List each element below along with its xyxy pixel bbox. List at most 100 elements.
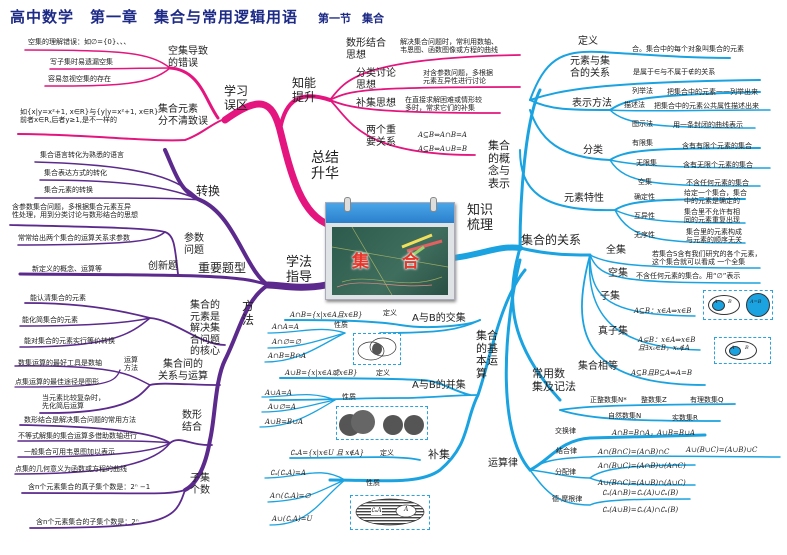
subset-count-item: 含n个元素集合的真子集个数是：2ⁿ −1 xyxy=(28,483,151,491)
idea-label: 两个重 要关系 xyxy=(366,125,396,148)
representation-desc: 把集合中的元素公共属性描述出来 xyxy=(654,102,759,110)
page-subtitle: 第一节 集合 xyxy=(318,12,384,25)
core-item: 能对集合的元素实行等价转换 xyxy=(24,337,115,345)
venn-union-icon xyxy=(339,410,424,436)
venn-equal-circle xyxy=(746,293,770,317)
center-word-1: 集 xyxy=(352,252,369,272)
conversion-item: 集合表达方式的转化 xyxy=(44,169,107,177)
class-label: 空集 xyxy=(638,178,652,186)
type-item: 常常给出两个集合的运算关系求参数 xyxy=(18,234,130,242)
type-item: 新定义的概念、运算等 xyxy=(32,265,102,273)
operations-label: 集合 的基 本运 算 xyxy=(476,329,498,380)
complement-prop: ∁ᵤ(∁ᵤA)=A xyxy=(270,469,306,477)
graph-item: 点集的几何意义为函数或方程的曲线 xyxy=(15,465,127,473)
conversion-item: 集合语言转化为熟悉的语言 xyxy=(40,151,124,159)
conversion-item: 集合元素的转换 xyxy=(44,186,93,194)
venn-intersection-icon xyxy=(357,337,397,361)
core-label: 集合的 元素是 解决集 合问题 的核心 xyxy=(190,300,220,357)
idea-desc: 在直接求解困难或情形较 多时，常求它们的补集 xyxy=(405,96,482,113)
law-formula: A∩(B∩C)=(A∩B)∩C xyxy=(598,448,670,456)
definition-tag: 定义 xyxy=(380,449,394,457)
classification-label: 分类 xyxy=(583,145,603,156)
venn-label-cu: ∁ᵤA xyxy=(371,507,382,515)
venn-circle-a xyxy=(712,300,725,311)
op-item: 当元素比较复杂时， 先化简后运算 xyxy=(42,394,105,411)
number-set: 正整数集N* xyxy=(590,396,627,404)
empty-set-label: 空集 xyxy=(608,268,628,279)
definition-tag: 定义 xyxy=(376,369,390,377)
number-set: 自然数集N xyxy=(608,412,642,420)
core-item: 能认清集合的元素 xyxy=(30,294,86,302)
law-formula: A∪(B∩C)=(A∪B)∩(A∪C) xyxy=(598,479,686,487)
class-desc: 含有无限个元素的集合 xyxy=(683,161,753,169)
number-set: 整数集Z xyxy=(641,396,667,404)
union-label: A与B的并集 xyxy=(412,380,466,391)
ability-label: 知能 提升 xyxy=(292,76,317,104)
property-label: 无序性 xyxy=(634,231,655,239)
subset-venn-diagram: A B A=B xyxy=(703,290,773,320)
intersection-prop: A∩A=A xyxy=(272,323,299,331)
center-calendar-image: 集 合 xyxy=(325,197,455,300)
complement-label: 补集 xyxy=(428,448,450,461)
definition-desc: 合。集合中的每个对象叫集合的元素 xyxy=(632,45,744,53)
law-formula: A∪(B∪C)=(A∪B)∪C xyxy=(686,446,758,454)
membership-label: 元素与集 合的关系 xyxy=(570,56,610,79)
element-mistake-label: 集合元素 分不清致误 xyxy=(158,104,208,127)
calendar-ring-icon xyxy=(430,197,437,212)
concept-label: 集合 的概 念与 表示 xyxy=(488,139,510,190)
idea-label: 数形结合 思想 xyxy=(346,38,386,61)
relation-formula: A⊆B⇔A∪B=B xyxy=(418,145,468,153)
mistake-item: 空集的理解错误：如∅={0}、、、 xyxy=(28,38,131,46)
op-item: 数集运算的最好工具是数轴 xyxy=(18,359,102,367)
law-formula: ∁ᵤ(A∪B)=∁ᵤ(A)∩∁ᵤ(B) xyxy=(602,506,679,514)
property-desc: 给定一个集合，集合 中的元素是确定的 xyxy=(684,189,747,206)
method-branches xyxy=(9,148,330,529)
intersection-label: A与B的交集 xyxy=(412,313,466,324)
law-label: 交换律 xyxy=(555,427,576,435)
intersection-prop: A∩B=B∩A xyxy=(268,352,306,360)
definition-label: 定义 xyxy=(578,36,598,47)
venn-complement-icon xyxy=(355,498,425,526)
chalk-icon xyxy=(332,227,448,295)
chalkboard: 集 合 xyxy=(332,227,448,295)
innovation-label: 创新题 xyxy=(148,261,178,272)
universal-label: 全集 xyxy=(606,245,626,256)
universal-desc: 若集合S含有我们研究的各个元素， 这个集合就可以看成 一个全集 xyxy=(652,250,762,267)
venn-label-a: A xyxy=(714,299,718,305)
union-prop: A∪∅=A xyxy=(268,403,296,411)
center-word-2: 合 xyxy=(402,252,419,272)
property-desc: 集合里的元素构成 与元素的顺序无关 xyxy=(686,228,742,245)
property-tag: 性质 xyxy=(342,393,356,401)
law-formula: ∁ᵤ(A∩B)=∁ᵤ(A)∪∁ᵤ(B) xyxy=(602,489,679,497)
graph-item: 数形结合是解决集合问题的常用方法 xyxy=(24,416,136,424)
property-tag: 性质 xyxy=(334,321,348,329)
venn-circle-b xyxy=(725,341,757,360)
subset-desc: A⊆B：x∈A⇒x∈B xyxy=(634,307,692,315)
relation-op-label: 集合间的 关系与运算 xyxy=(158,359,208,382)
properties-label: 元素特性 xyxy=(564,193,604,204)
proper-subset-venn-diagram: A B xyxy=(714,337,771,364)
empty-set-mistake-label: 空集导致 的错误 xyxy=(168,46,208,69)
param-label: 参数 问题 xyxy=(184,233,204,256)
equal-sets-desc: A⊆B且B⊆A⇔A=B xyxy=(631,369,693,377)
core-item: 能化简集合的元素 xyxy=(22,316,78,324)
graph-item: 一般集合可用韦恩图加以表示 xyxy=(24,448,115,456)
union-def: A∪B={x|x∈A或x∈B} xyxy=(285,369,358,377)
venn-label-eq: A=B xyxy=(750,299,762,305)
mistake-item: 如{x|y=x²+1, x∈R}与{y|y=x²+1, x∈R} 前者x∈R,后… xyxy=(20,108,159,125)
venn-circle-b xyxy=(708,295,740,315)
representation-desc: 把集合中的元素一一列举出来 xyxy=(667,88,758,96)
empty-set-desc: 不含任何元素的集合。用“∅”表示 xyxy=(636,272,741,280)
venn-label-a: A xyxy=(404,506,409,513)
calendar-ring-icon xyxy=(344,197,351,212)
equal-sets-label: 集合相等 xyxy=(578,361,618,372)
type-item: 含参数集合问题，多根据集合元素互异 性处理，用到分类讨论与数形结合的思想 xyxy=(12,203,138,220)
complement-def: ∁ᵤA={x|x∈U 且 x∉A} xyxy=(290,449,365,457)
class-desc: 不含任何元素的集合 xyxy=(686,179,749,187)
union-prop: A∪B=B∪A xyxy=(265,418,303,426)
complement-prop: A∩(∁ᵤA)=∅ xyxy=(270,492,311,500)
graph-item: 不等式解集的集合运算多借助数轴进行 xyxy=(18,432,137,440)
methods-label: 方 法 xyxy=(242,299,255,327)
intersection-prop: A∩∅=∅ xyxy=(272,338,301,346)
